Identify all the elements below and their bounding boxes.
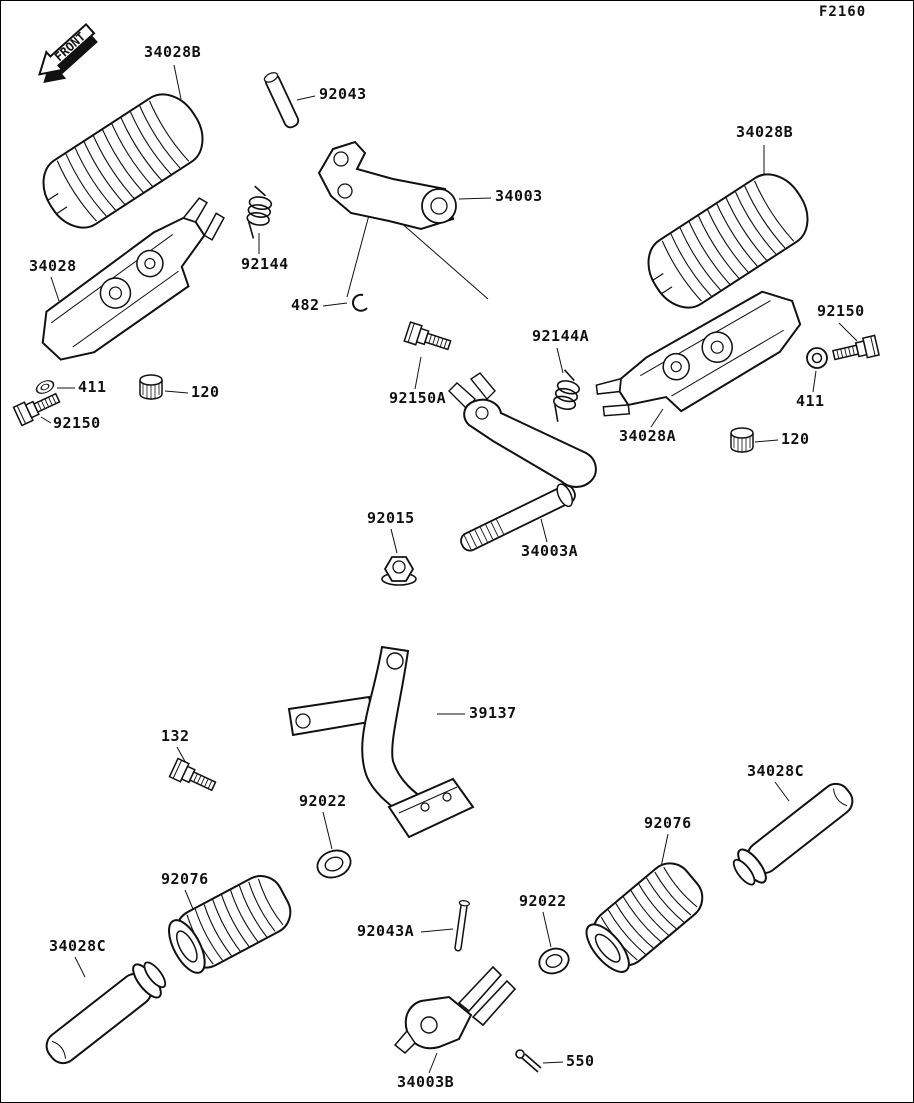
- part-label-34028b-0: 34028B: [144, 43, 202, 61]
- part-washer-92022-left: [316, 849, 352, 879]
- part-label-92076-23: 92076: [161, 870, 209, 888]
- part-label-34003-3: 34003: [495, 187, 543, 205]
- part-label-39137-18: 39137: [469, 704, 517, 722]
- part-label-34028c-26: 34028C: [49, 937, 107, 955]
- part-knob-120-right: [730, 427, 754, 454]
- part-circlip-482: [352, 293, 368, 312]
- part-label-34028a-14: 34028A: [619, 427, 677, 445]
- part-label-92150-11: 92150: [53, 414, 101, 432]
- part-label-92150-7: 92150: [817, 302, 865, 320]
- part-label-132-19: 132: [161, 727, 190, 745]
- part-label-34028c-20: 34028C: [747, 762, 805, 780]
- part-label-482-6: 482: [291, 296, 320, 314]
- part-cotter-pin-550: [515, 1049, 542, 1073]
- part-grip-92076-right: [577, 853, 713, 981]
- part-label-34028-5: 34028: [29, 257, 77, 275]
- part-label-550-27: 550: [566, 1052, 595, 1070]
- part-bracket-34003: [317, 140, 457, 231]
- part-label-411-9: 411: [78, 378, 107, 396]
- part-label-92150a-12: 92150A: [389, 389, 447, 407]
- part-footpeg-rubber-front-right: [635, 161, 821, 321]
- part-spring-92144a: [548, 368, 584, 426]
- part-label-120-10: 120: [191, 383, 220, 401]
- part-bolt-92150a: [403, 321, 454, 356]
- part-washer-92022-right: [538, 947, 570, 975]
- part-pin-92043: [263, 72, 300, 129]
- part-footpeg-bracket-left: [22, 191, 248, 374]
- part-label-92043-1: 92043: [319, 85, 367, 103]
- part-label-92022-24: 92022: [519, 892, 567, 910]
- part-label-92015-16: 92015: [367, 509, 415, 527]
- part-label-411-13: 411: [796, 392, 825, 410]
- part-label-92076-22: 92076: [644, 814, 692, 832]
- part-pin-92043a: [454, 900, 470, 952]
- front-arrow: FRONT: [38, 22, 98, 84]
- part-spring-92144: [243, 184, 275, 242]
- part-knob-120-left: [139, 374, 163, 401]
- part-label-34028b-2: 34028B: [736, 123, 794, 141]
- part-bracket-34003b: [393, 965, 517, 1055]
- part-label-120-15: 120: [781, 430, 810, 448]
- part-label-92043a-25: 92043A: [357, 922, 415, 940]
- part-label-34003a-17: 34003A: [521, 542, 579, 560]
- part-label-34003b-28: 34003B: [397, 1073, 455, 1091]
- part-label-92022-21: 92022: [299, 792, 347, 810]
- part-bracket-39137: [287, 645, 475, 839]
- part-tube-34028c-left: [37, 954, 173, 1073]
- part-label-92144a-8: 92144A: [532, 327, 590, 345]
- part-nut-92015: [381, 556, 417, 586]
- leader-lines: [40, 64, 858, 1074]
- part-tube-34028c-right: [726, 774, 862, 893]
- part-washer-411-left: [33, 377, 57, 397]
- part-label-92144-4: 92144: [241, 255, 289, 273]
- fiche-code: F2160: [819, 4, 867, 20]
- part-bolt-132: [168, 757, 219, 797]
- part-arm-34003a: [448, 372, 597, 552]
- part-washer-411-right: [806, 347, 828, 369]
